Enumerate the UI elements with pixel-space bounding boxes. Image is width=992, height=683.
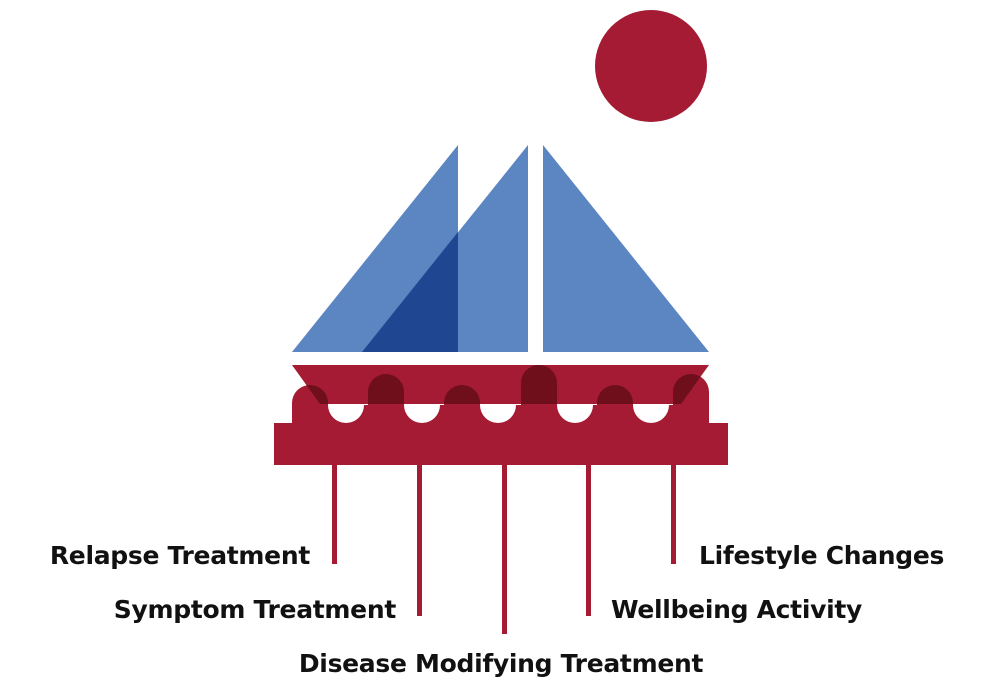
lifestyle-line [671, 465, 676, 564]
wellbeing-activity-label: Wellbeing Activity [611, 595, 862, 624]
disease-modifying-treatment-label: Disease Modifying Treatment [298, 649, 704, 678]
lifestyle-changes-label: Lifestyle Changes [699, 541, 945, 570]
right-sail [543, 145, 709, 352]
relapse-line [332, 465, 337, 564]
symptom-treatment-label: Symptom Treatment [113, 595, 397, 624]
hanging-lines [332, 465, 676, 634]
sun-circle [595, 10, 707, 122]
symptom-line [417, 465, 422, 616]
sail-overlap [362, 232, 458, 352]
disease-line [502, 465, 507, 634]
sails [292, 145, 709, 352]
relapse-treatment-label: Relapse Treatment [49, 541, 310, 570]
hull [292, 365, 709, 404]
wellbeing-line [586, 465, 591, 616]
